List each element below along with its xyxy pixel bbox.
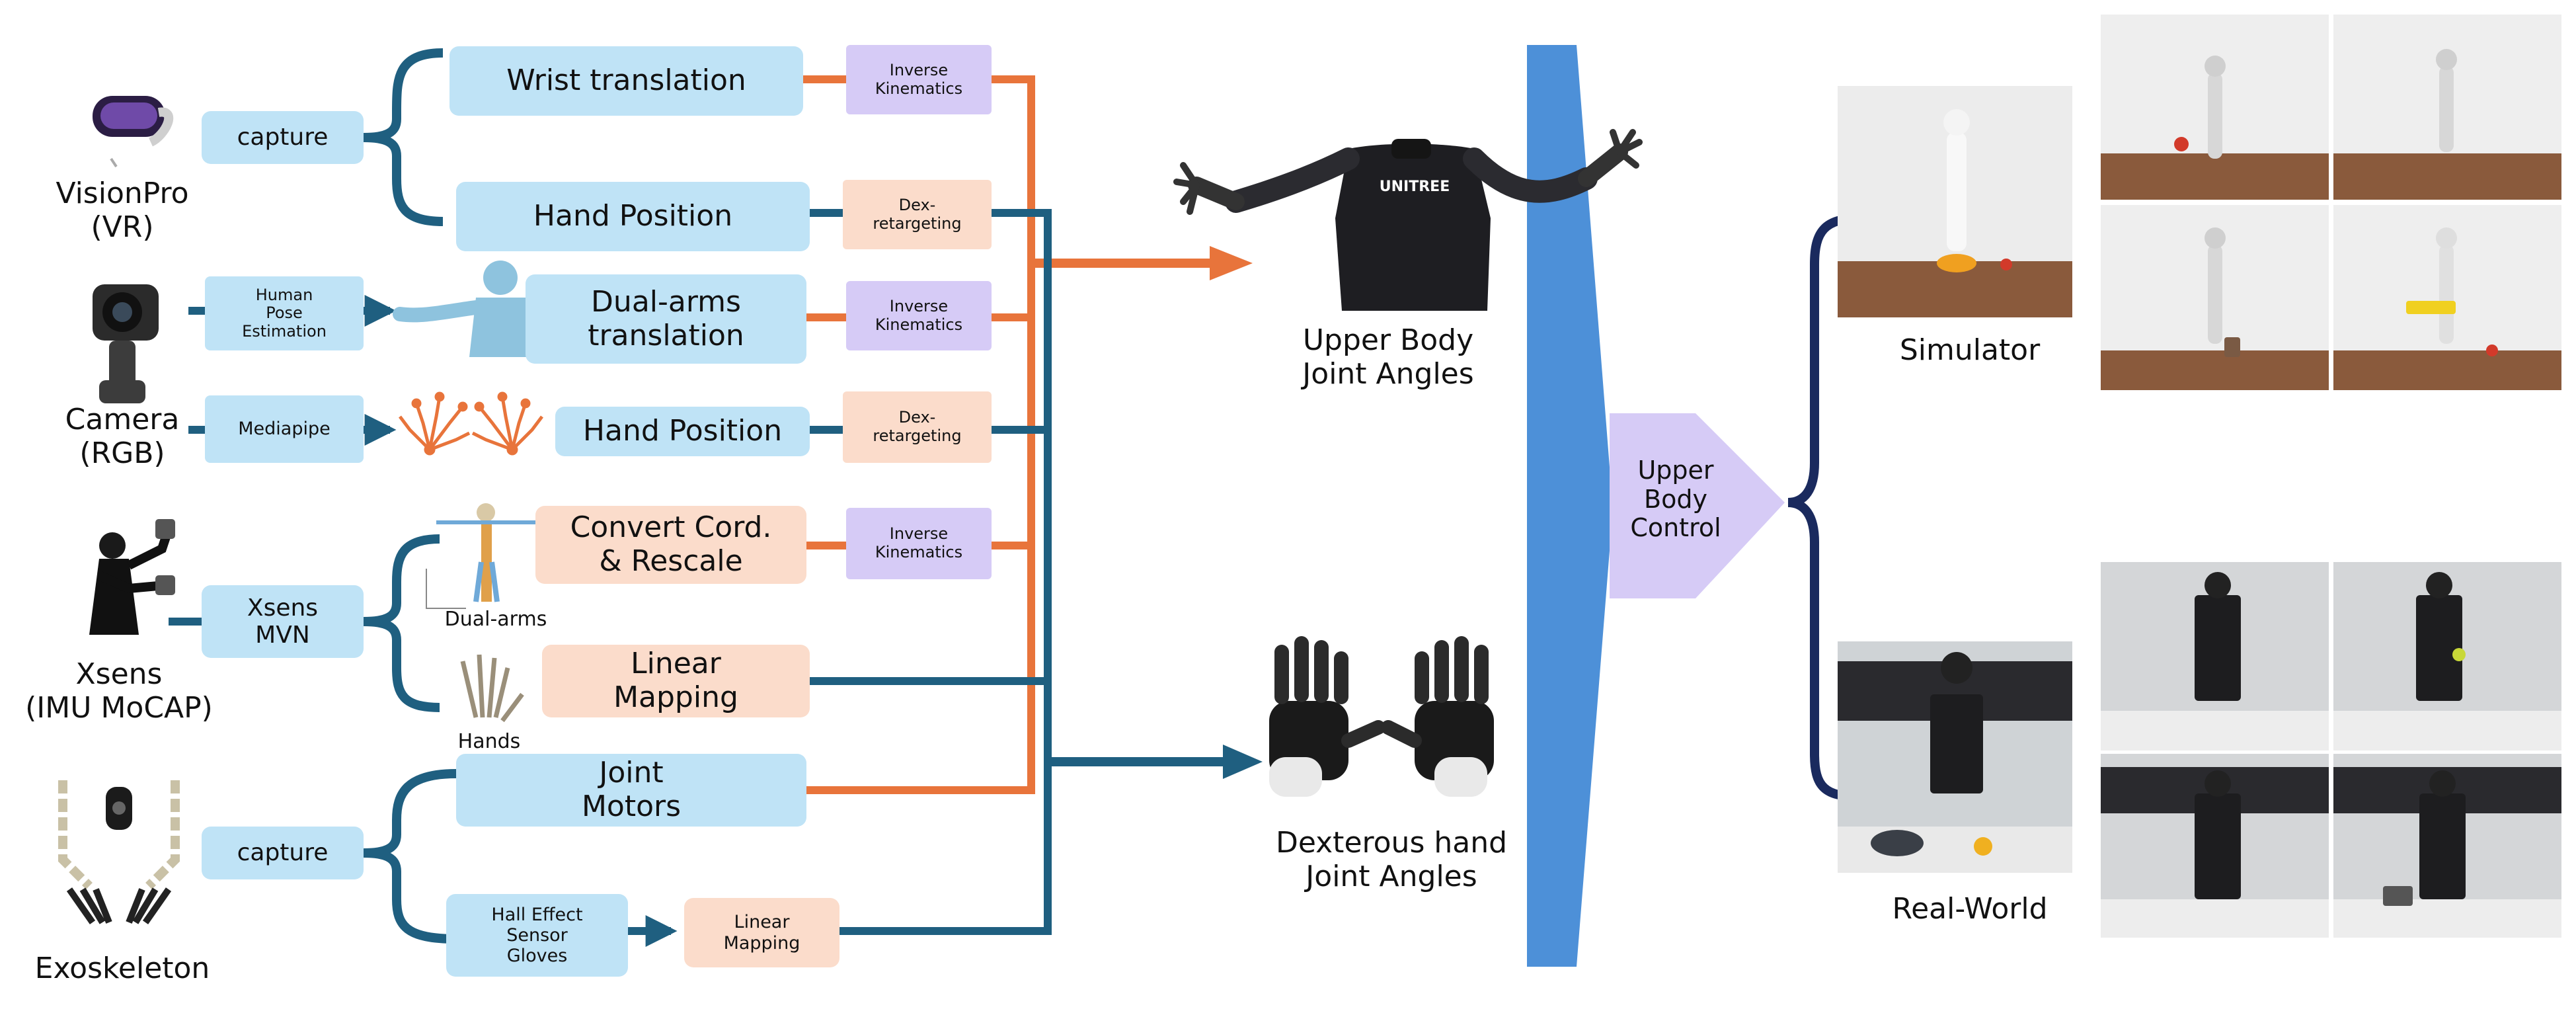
dexterous-hand-joint-angles-label: Dexterous hand Joint Angles [1275,826,1508,893]
tshirt-brand-text: UNITREE [1379,179,1450,195]
dual-arms-skeleton-icon [426,503,535,609]
hand-position-camera-box: Hand Position [555,407,810,456]
exoskeleton-icon [58,780,180,924]
linear-mapping-exo-box: Linear Mapping [684,898,839,967]
capture-box-visionpro: capture [202,111,364,164]
upper-body-joint-angles-label: Upper Body Joint Angles [1302,323,1474,391]
capture-box-exoskeleton: capture [202,827,364,879]
joint-motors-box: Joint Motors [456,754,806,827]
brace-exo [363,769,457,944]
inverse-kinematics-box-1: Inverse Kinematics [846,45,992,114]
wrist-translation-box: Wrist translation [449,46,803,116]
webcam-icon [93,284,159,403]
control-bar [1527,45,1613,967]
hand-position-vr-box: Hand Position [456,182,810,251]
device-label-xsens: Xsens (IMU MoCAP) [25,657,213,725]
mediapipe-hand-landmarks-icon [399,391,543,456]
arrow-dexterous-hand [1223,745,1263,779]
mediapipe-box: Mediapipe [205,395,364,463]
xsens-performer-icon [89,519,175,635]
dual-arms-translation-box: Dual-arms translation [526,274,806,364]
device-label-exoskeleton: Exoskeleton [34,952,210,985]
brace-env [1787,214,1861,801]
linear-mapping-xsens-box: Linear Mapping [542,645,810,717]
real-world-grid-images [2101,562,2561,938]
upper-body-control-label: Upper Body Control [1630,456,1721,543]
inverse-kinematics-box-3: Inverse Kinematics [846,508,992,579]
real-world-label: Real-World [1892,892,2048,926]
xsens-mvn-box: Xsens MVN [202,585,364,658]
device-label-camera: Camera (RGB) [65,403,180,470]
visionpro-headset-icon [93,96,174,168]
control-arrow [1610,413,1785,598]
skeleton-hands-icon [460,654,524,723]
inverse-kinematics-box-2: Inverse Kinematics [846,281,992,350]
real-world-main-image [1838,641,2072,873]
dex-retargeting-box-2: Dex- retargeting [843,391,992,463]
hands-caption: Hands [457,730,521,753]
simulator-label: Simulator [1899,333,2041,367]
simulator-main-image [1838,86,2072,317]
dexterous-robot-hands-icon [1269,636,1494,797]
dual-arms-caption: Dual-arms [444,608,547,631]
human-pose-estimation-box: Human Pose Estimation [205,276,364,350]
simulator-grid-images [2101,15,2561,390]
device-label-visionpro: VisionPro (VR) [56,177,189,244]
convert-coordinates-box: Convert Cord. & Rescale [535,506,806,584]
unitree-upper-body-icon [1173,129,1643,311]
hall-effect-gloves-box: Hall Effect Sensor Gloves [446,894,628,977]
arrow-upper-body [1210,246,1253,280]
dex-retargeting-box-1: Dex- retargeting [843,180,992,249]
brace-xsens [363,534,440,712]
brace-visionpro [363,48,444,226]
